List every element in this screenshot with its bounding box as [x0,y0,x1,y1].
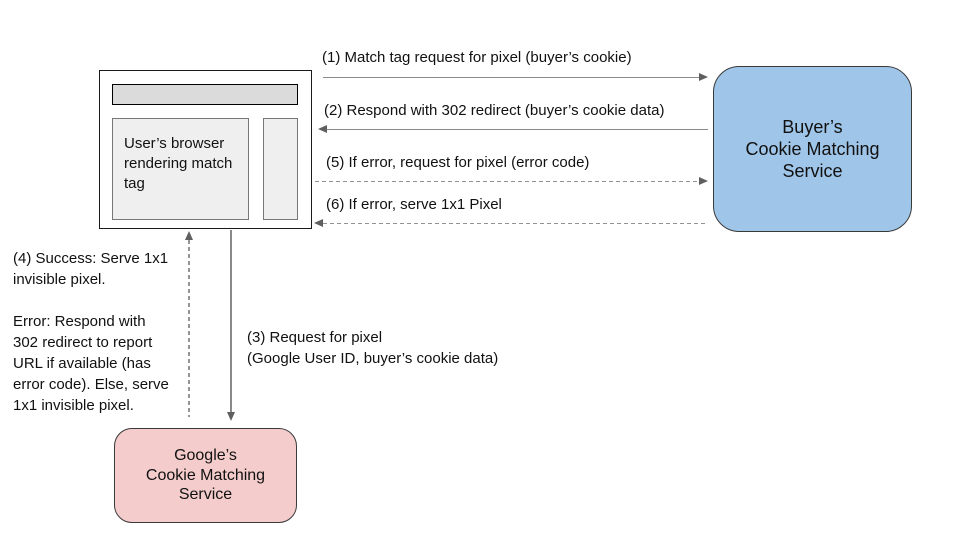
browser-window-shape: User’s browser rendering match tag [99,70,312,229]
arrow-4-line [188,240,190,417]
browser-header-bar [112,84,298,105]
browser-sidebar-pane [263,118,298,220]
arrow-1-head-right-icon [699,73,708,81]
label-message-3: (3) Request for pixel (Google User ID, b… [247,329,499,367]
arrow-2-head-left-icon [318,125,327,133]
node-buyer-cookie-matching-service: Buyer’s Cookie Matching Service [713,66,912,232]
label-message-6: (6) If error, serve 1x1 Pixel [326,196,502,213]
label-message-1: (1) Match tag request for pixel (buyer’s… [322,49,632,66]
label-message-5: (5) If error, request for pixel (error c… [326,154,590,171]
arrow-6-line [323,222,708,224]
arrow-3-head-down-icon [227,412,235,421]
arrow-4-head-up-icon [185,231,193,240]
node-google-cookie-matching-service: Google’s Cookie Matching Service [114,428,297,523]
arrow-5-line [315,180,699,182]
browser-label: User’s browser rendering match tag [124,135,233,192]
arrow-2-line [327,128,708,130]
node-google-label: Google’s Cookie Matching Service [145,447,266,504]
label-message-2: (2) Respond with 302 redirect (buyer’s c… [324,102,665,119]
arrow-3-line [230,230,232,412]
arrow-1-line [323,76,699,78]
arrow-5-head-right-icon [699,177,708,185]
label-message-4: (4) Success: Serve 1x1 invisible pixel. … [13,250,169,414]
node-buyer-label: Buyer’s Cookie Matching Service [745,117,880,181]
arrow-6-head-left-icon [314,219,323,227]
browser-content-pane: User’s browser rendering match tag [112,118,249,220]
